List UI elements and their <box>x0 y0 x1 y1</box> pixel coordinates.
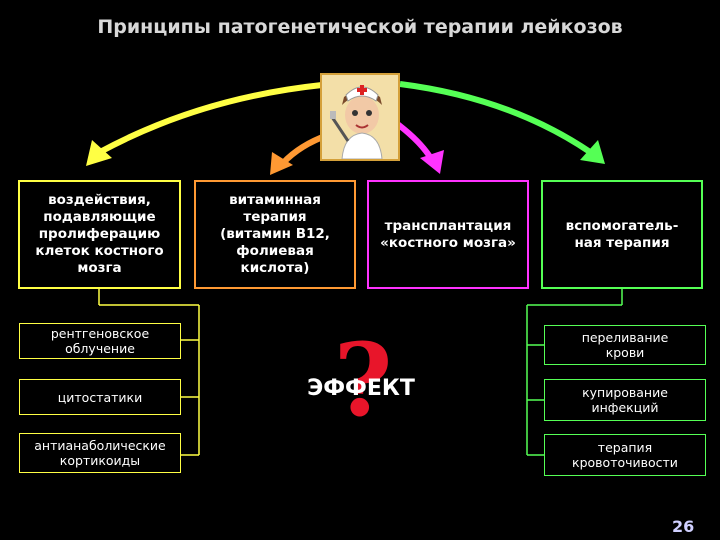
category-label: вспомогатель- ная терапия <box>565 217 679 251</box>
left-item-label: рентгеновское облучение <box>50 326 150 356</box>
right-item-label: терапия кровоточивости <box>572 440 678 470</box>
category-box-vitamin-therapy: витаминная терапия (витамин B12, фолиева… <box>194 180 356 289</box>
effect-label: ЭФФЕКТ <box>307 376 415 401</box>
arrow-green <box>399 81 605 164</box>
nurse-image <box>320 73 400 161</box>
left-bracket <box>98 289 200 456</box>
slide-title: Принципы патогенетической терапии лейкоз… <box>97 16 623 38</box>
right-item-transfusion: переливание крови <box>544 325 706 365</box>
category-label: воздействия, подавляющие пролиферацию кл… <box>35 192 164 276</box>
question-mark-icon: ? <box>333 321 393 439</box>
arrow-yellow <box>86 82 323 166</box>
nurse-icon <box>322 75 398 160</box>
right-bracket <box>526 289 623 456</box>
category-box-supportive: вспомогатель- ная терапия <box>541 180 703 289</box>
left-item-cytostatics: цитостатики <box>19 379 181 415</box>
right-item-label: переливание крови <box>581 330 669 360</box>
left-item-label: антианаболические кортикоиды <box>34 438 166 468</box>
right-item-label: купирование инфекций <box>582 385 668 415</box>
category-label: витаминная терапия (витамин B12, фолиева… <box>220 192 330 276</box>
right-item-infections: купирование инфекций <box>544 379 706 421</box>
page-number: 26 <box>672 517 695 536</box>
category-box-transplant: трансплантация «костного мозга» <box>367 180 529 289</box>
left-item-radiation: рентгеновское облучение <box>19 323 181 359</box>
category-box-suppression: воздействия, подавляющие пролиферацию кл… <box>18 180 181 289</box>
left-item-label: цитостатики <box>57 389 143 405</box>
category-label: трансплантация «костного мозга» <box>380 217 516 251</box>
right-item-bleeding: терапия кровоточивости <box>544 434 706 476</box>
left-item-corticoids: антианаболические кортикоиды <box>19 433 181 473</box>
